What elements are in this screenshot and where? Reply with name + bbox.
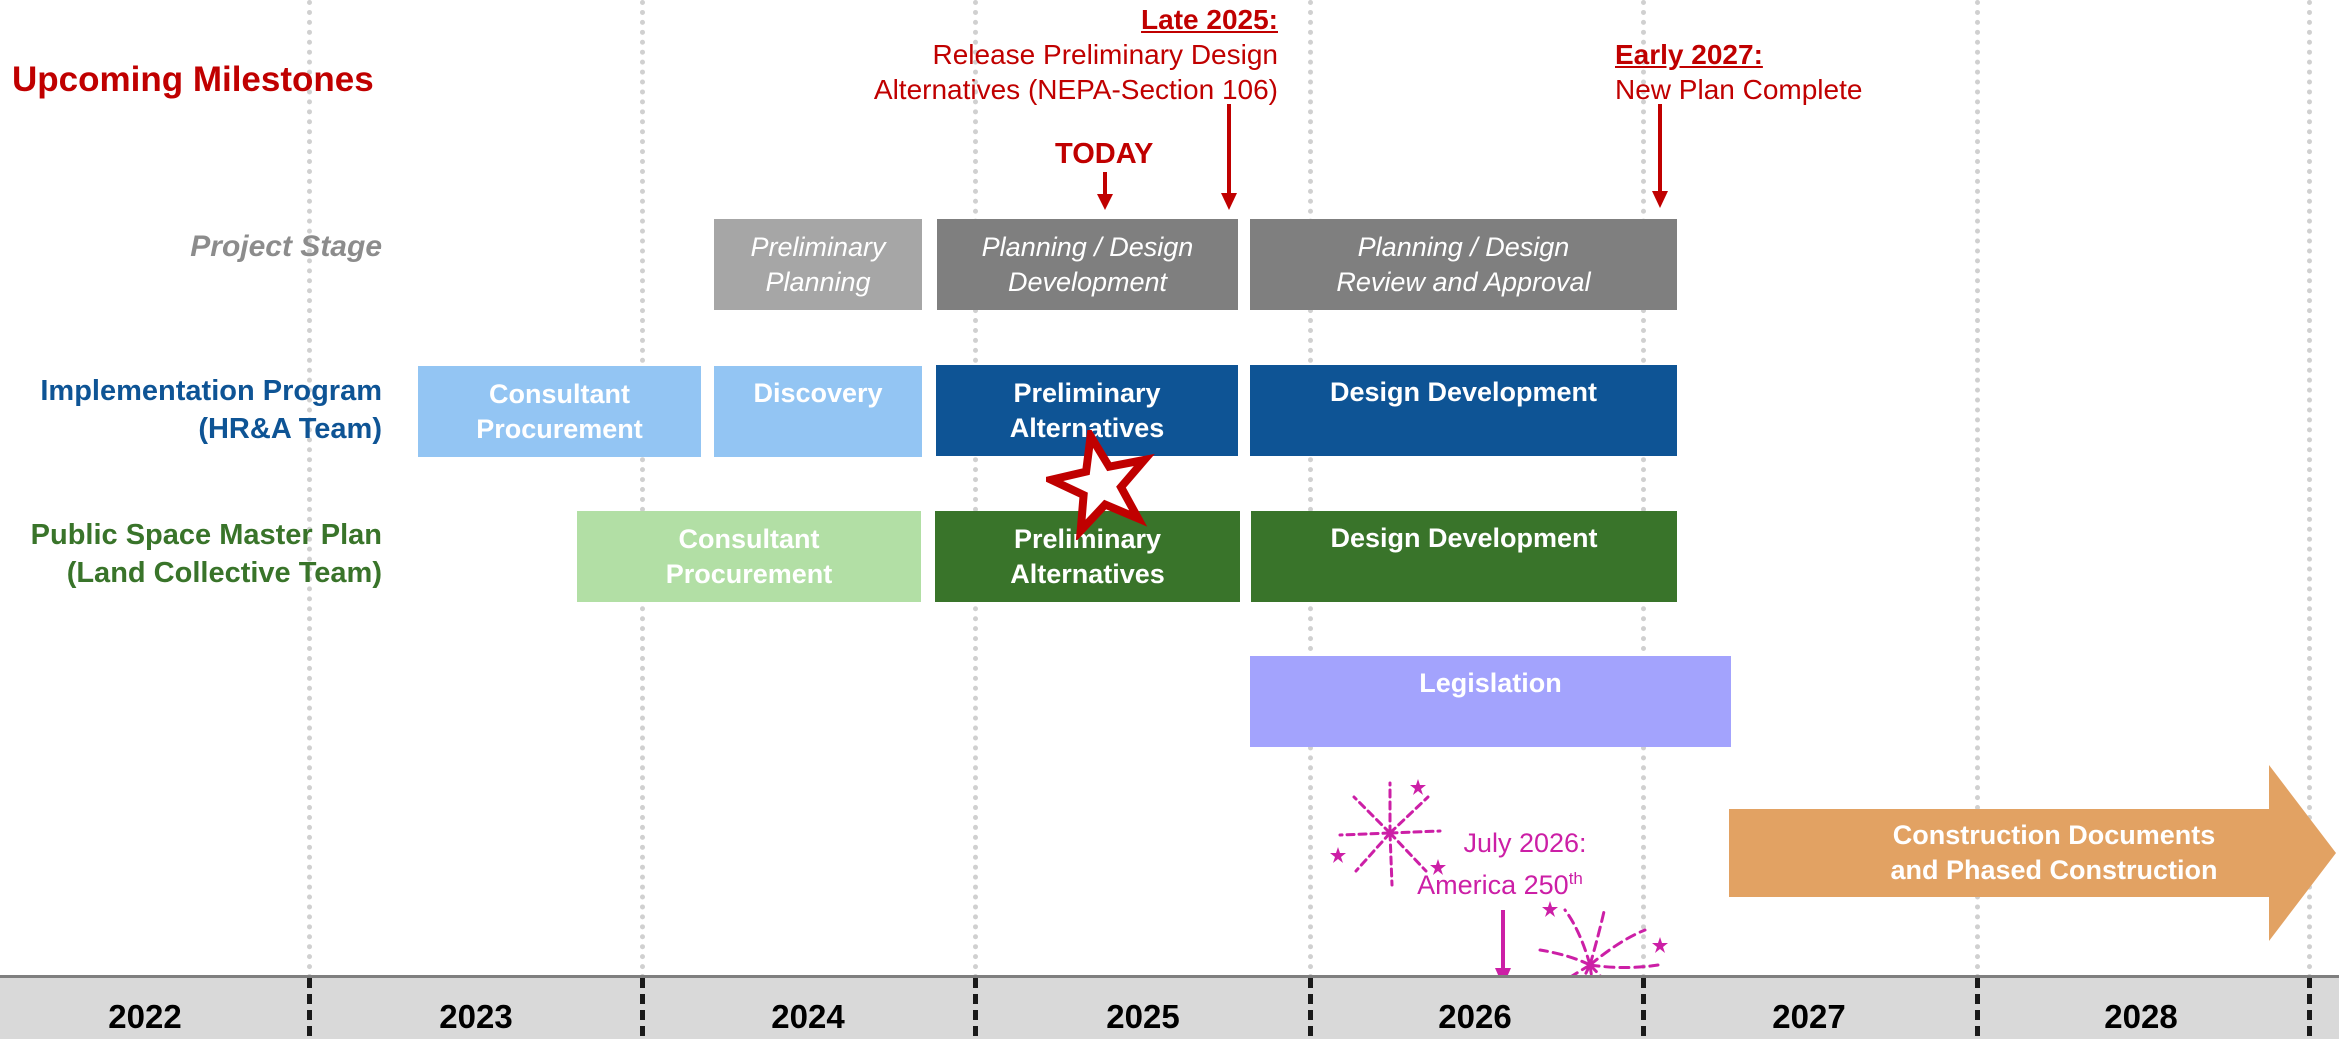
year-label: 2024 [771, 998, 845, 1035]
year-label: 2025 [1106, 998, 1180, 1035]
construction-arrow [1729, 765, 2336, 941]
milestone-title: Early 2027: [1615, 39, 1763, 70]
milestone-july-2026: July 2026: America 250th [1400, 826, 1600, 903]
row-label-project-stage: Project Stage [190, 230, 382, 263]
today-label: TODAY [1055, 138, 1154, 170]
bar-label: Legislation [1419, 668, 1562, 698]
bar-label: Consultant [489, 378, 630, 409]
bar-label: Development [1007, 266, 1168, 297]
bar-label: Preliminary [750, 231, 886, 262]
implementation-bar-consultant-procurement: Consultant Procurement [418, 366, 701, 457]
year-tick [307, 978, 312, 1036]
milestone-text-line: America 250th [1400, 861, 1600, 903]
milestone-title: July 2026: [1463, 828, 1587, 858]
milestone-text: Release Preliminary Design [932, 39, 1278, 70]
construction-arrow-shape [1729, 765, 2336, 941]
year-tick [1975, 978, 1980, 1036]
year-gridline [640, 0, 645, 980]
arrow-down-icon [1652, 104, 1668, 208]
star-icon [1046, 430, 1155, 540]
year-tick [973, 978, 978, 1036]
bar-label: Planning [765, 266, 871, 297]
stage-bar-design-development: Planning / Design Development [937, 219, 1238, 310]
legislation-bar: Legislation [1250, 656, 1731, 747]
bar-label: Planning / Design [981, 231, 1194, 262]
bar-label: Preliminary [1013, 377, 1161, 408]
milestone-title: Late 2025: [1141, 4, 1278, 35]
year-tick [2307, 978, 2312, 1036]
year-gridline [2307, 0, 2312, 980]
row-label-line: Public Space Master Plan [30, 519, 382, 551]
year-tick [640, 978, 645, 1036]
row-label-public-space: Public Space Master Plan (Land Collectiv… [31, 516, 382, 592]
year-gridline [307, 0, 312, 980]
public-space-bar-consultant-procurement: Consultant Procurement [577, 511, 921, 602]
year-label: 2026 [1438, 998, 1512, 1035]
bar-label: Discovery [753, 378, 883, 408]
bar-label: Review and Approval [1336, 266, 1591, 297]
bar-label: Design Development [1330, 523, 1598, 553]
milestone-text: America 250 [1417, 870, 1569, 900]
row-label-line: Implementation Program [40, 375, 382, 407]
public-space-bar-design-development: Design Development [1251, 511, 1677, 602]
year-gridline [1308, 0, 1313, 980]
bar-label: Consultant [678, 523, 820, 554]
row-label-implementation: Implementation Program (HR&A Team) [40, 372, 382, 448]
year-gridline [973, 0, 978, 980]
stage-bar-preliminary-planning: Preliminary Planning [714, 219, 922, 310]
milestone-text: Alternatives (NEPA-Section 106) [873, 74, 1278, 105]
year-tick [1641, 978, 1646, 1036]
bar-label: Planning / Design [1357, 231, 1570, 262]
milestone-superscript: th [1568, 869, 1583, 888]
year-label: 2028 [2104, 998, 2178, 1035]
year-label: 2027 [1772, 998, 1846, 1035]
row-label-line: (HR&A Team) [198, 413, 382, 445]
year-gridline [1975, 0, 1980, 980]
bar-label: Alternatives [1010, 558, 1165, 589]
arrow-down-icon [1097, 172, 1113, 210]
bar-label: Construction Documents [1892, 820, 2216, 850]
implementation-bar-discovery: Discovery [714, 366, 922, 457]
page-title: Upcoming Milestones [12, 60, 374, 99]
bar-label: Design Development [1329, 377, 1598, 407]
construction-label: Construction Documents and Phased Constr… [1729, 809, 2269, 897]
milestone-text: New Plan Complete [1615, 74, 1863, 105]
milestone-early-2027: Early 2027: New Plan Complete [1615, 37, 1862, 107]
arrow-down-icon [1221, 104, 1237, 210]
timeline-axis [0, 975, 2339, 1039]
year-label: 2022 [108, 998, 182, 1035]
year-tick [1308, 978, 1313, 1036]
milestone-late-2025: Late 2025: Release Preliminary Design Al… [874, 2, 1278, 107]
fireworks-icon [1330, 779, 1446, 887]
implementation-bar-design-development: Design Development [1250, 365, 1677, 456]
bar-label: Procurement [665, 558, 833, 589]
bar-label: Procurement [476, 413, 643, 444]
bar-label: and Phased Construction [1890, 855, 2218, 885]
row-label-line: (Land Collective Team) [66, 557, 382, 589]
year-gridline [1641, 0, 1646, 980]
year-label: 2023 [439, 998, 513, 1035]
stage-bar-review-approval: Planning / Design Review and Approval [1250, 219, 1677, 310]
